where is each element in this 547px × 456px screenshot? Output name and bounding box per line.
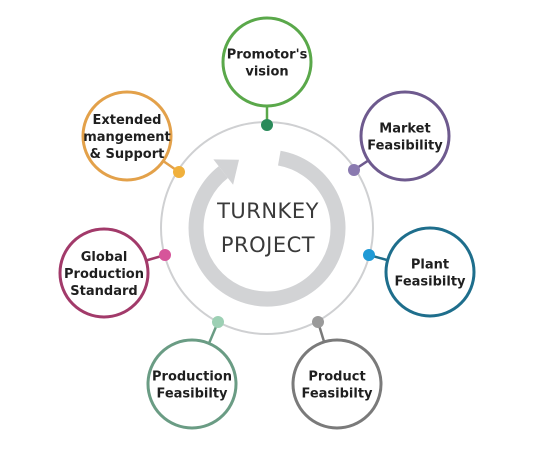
cycle-arrow-icon <box>188 150 346 307</box>
node-label-product-feasibility-1: Feasibilty <box>301 387 373 402</box>
node-circle-promotors-vision <box>221 16 313 108</box>
node-label-market-feasibility-1: Feasibility <box>367 139 443 154</box>
node-circle-extended-management <box>81 90 173 182</box>
orbit-dot-market-feasibility <box>348 164 360 176</box>
node-circle-market-feasibility <box>359 90 451 182</box>
node-circle-production-feasibility <box>146 338 238 430</box>
stage-nodes: Promotor'svisionMarketFeasibilityPlantFe… <box>58 16 476 430</box>
node-label-market-feasibility-0: Market <box>379 122 430 137</box>
node-promotors-vision: Promotor's vision <box>221 16 313 108</box>
node-label-plant-feasibility-0: Plant <box>411 258 449 273</box>
orbit-dot-global-production <box>159 249 171 261</box>
node-circle-product-feasibility <box>291 338 383 430</box>
node-extended-management: Extended mangement & Support <box>81 90 173 182</box>
orbit-dot-product-feasibility <box>312 316 324 328</box>
node-label-global-production-0: Global <box>81 250 128 265</box>
orbit-dot-promotors-vision <box>261 119 273 131</box>
node-label-production-feasibility-1: Feasibilty <box>156 387 228 402</box>
center-title-line1: TURNKEY <box>216 199 319 223</box>
node-label-promotors-vision-0: Promotor's <box>227 48 308 63</box>
node-label-extended-management-0: Extended <box>93 113 162 128</box>
node-label-production-feasibility-0: Production <box>152 370 232 385</box>
orbit-dots <box>159 119 375 328</box>
connectors <box>145 106 388 344</box>
orbit-dot-extended-management <box>173 166 185 178</box>
node-circle-plant-feasibility <box>384 226 476 318</box>
node-label-global-production-1: Production <box>64 267 144 282</box>
orbit-dot-plant-feasibility <box>363 249 375 261</box>
center-title-line2: PROJECT <box>221 233 315 257</box>
node-label-product-feasibility-0: Product <box>308 370 365 385</box>
node-circle-global-production <box>58 227 150 319</box>
node-label-global-production-2: Standard <box>70 284 137 299</box>
orbit-dot-production-feasibility <box>212 316 224 328</box>
node-label-extended-management-2: & Support <box>90 147 165 162</box>
node-label-plant-feasibility-1: Feasibilty <box>394 275 466 290</box>
node-label-extended-management-1: mangement <box>83 130 171 145</box>
node-label-promotors-vision-1: vision <box>245 65 288 80</box>
